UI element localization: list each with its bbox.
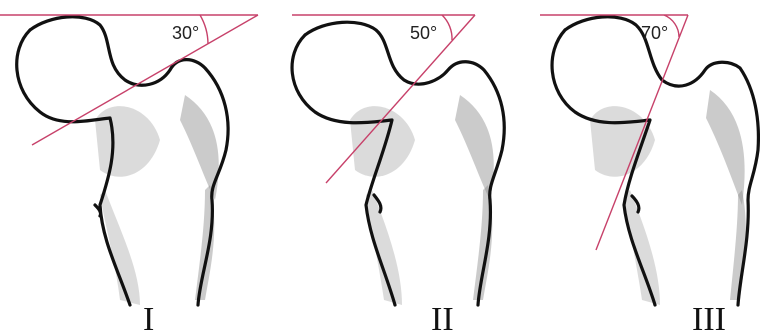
femur-bone-ii [292, 22, 504, 305]
femur-bone-i [17, 17, 228, 305]
panel-i: 30° I [0, 15, 258, 333]
angle-label-ii: 50° [410, 23, 437, 43]
angle-arc-ii [442, 15, 452, 40]
angle-label-iii: 70° [641, 23, 668, 43]
angle-label-i: 30° [172, 23, 199, 43]
panel-numeral-i: I [143, 301, 154, 333]
panel-numeral-iii: III [692, 301, 726, 333]
panel-ii: 50° II [292, 15, 504, 333]
angle-arc-i [200, 15, 208, 44]
panel-numeral-ii: II [431, 301, 454, 333]
femur-bone-iii [552, 17, 758, 305]
panel-iii: 70° III [540, 15, 758, 333]
